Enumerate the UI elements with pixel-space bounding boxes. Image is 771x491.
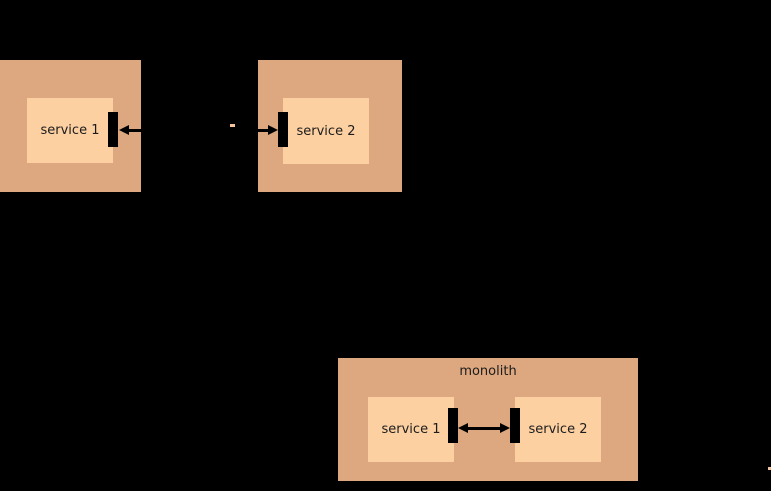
service1-label: service 1 xyxy=(40,123,100,138)
label-fragment-dash xyxy=(230,124,235,127)
label-fragment-dash xyxy=(768,467,771,470)
service2-label: service 2 xyxy=(296,123,356,139)
service2-box: service 2 xyxy=(283,98,369,164)
monolith-service2-box: service 2 xyxy=(515,397,601,462)
monolith-service1-box: service 1 xyxy=(368,397,454,462)
service1-box: service 1 xyxy=(27,98,113,163)
inprocess-call-arrow-shaft xyxy=(467,427,501,430)
monolith-service1-port-icon xyxy=(448,408,458,443)
arrowhead-left-icon xyxy=(119,125,129,135)
monolith-service2-label: service 2 xyxy=(528,422,588,437)
remote-call-arrow-shaft xyxy=(128,129,269,132)
service2-port-icon xyxy=(278,112,288,147)
service1-port-icon xyxy=(108,112,118,147)
arrowhead-right-icon xyxy=(268,125,278,135)
arrowhead-right-icon xyxy=(500,423,510,433)
monolith-service1-label: service 1 xyxy=(381,422,441,437)
monolith-label: monolith xyxy=(459,364,517,379)
arrowhead-left-icon xyxy=(458,423,468,433)
monolith-service2-port-icon xyxy=(510,408,520,443)
